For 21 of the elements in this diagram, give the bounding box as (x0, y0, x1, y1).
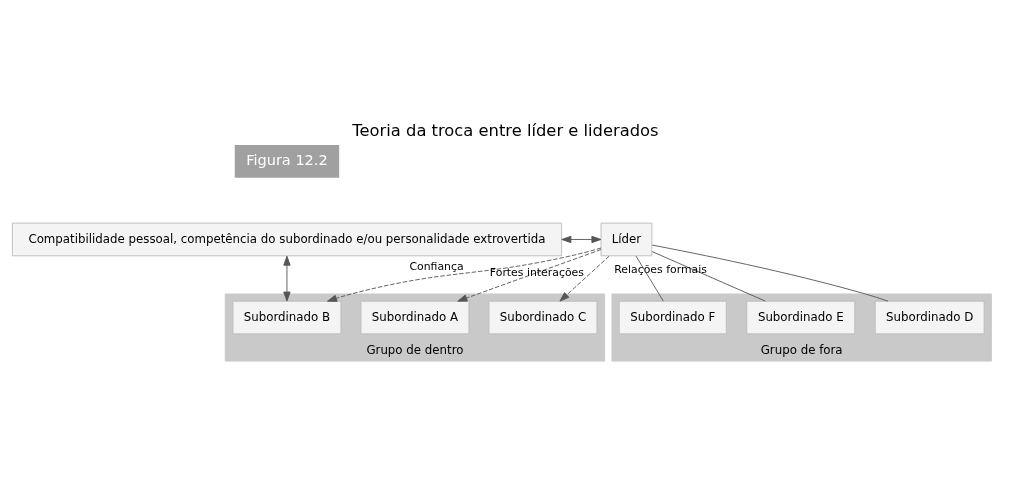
node-box: Subordinado C (488, 300, 598, 335)
arrow (327, 247, 602, 302)
node-box: Subordinado B (232, 300, 342, 335)
label: Figura 12.2 (246, 151, 328, 168)
edge-label: Relações formais (614, 262, 707, 276)
node-box: Subordinado E (746, 300, 856, 335)
node-box: Subordinado A (360, 300, 470, 335)
arrow (561, 235, 602, 244)
arrow (559, 255, 610, 302)
edge-label: Confiança (409, 260, 464, 274)
node-box: Líder (600, 222, 653, 257)
arrow (283, 255, 291, 302)
diagram-title: Teoria da troca entre líder e liderados (352, 121, 659, 141)
arrow (457, 249, 602, 302)
node-box: Subordinado D (874, 300, 985, 335)
connector (651, 251, 766, 302)
node-box: Subordinado F (618, 300, 727, 335)
connector (651, 244, 889, 302)
connector (635, 255, 664, 302)
edge-label: Fortes interações (489, 265, 584, 279)
node-box: Compatibilidade pessoal, competência do subordinado e/ou personalidade extrovertida (11, 222, 562, 257)
